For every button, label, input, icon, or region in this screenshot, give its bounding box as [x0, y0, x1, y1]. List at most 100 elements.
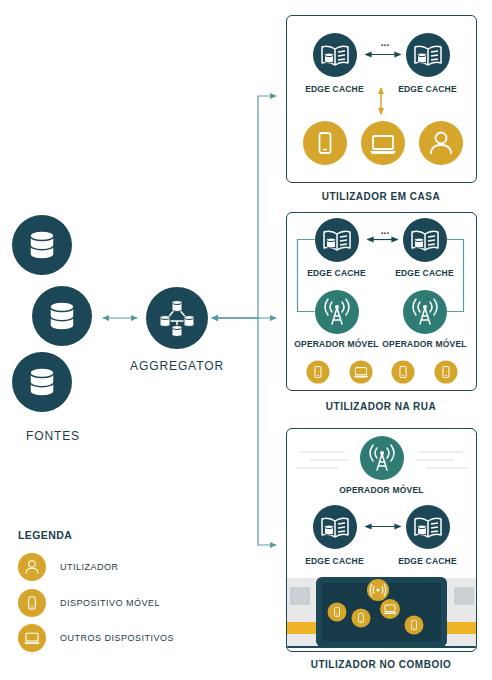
node-shape: [315, 290, 359, 334]
train-window: [454, 587, 474, 605]
database-icon: [184, 316, 194, 327]
node-shape: [146, 287, 208, 349]
node-label: EDGE CACHE: [270, 84, 400, 95]
legend-label: OUTROS DISPOSITIVOS: [60, 632, 174, 644]
phone-icon: [412, 621, 417, 630]
laptop-icon: [354, 368, 368, 378]
user-panel: UTILIZADOR NO COMBOIOOPERADOR MÓVELEDGE …: [286, 428, 477, 652]
antenna-top: [335, 305, 339, 309]
database-icon: [30, 368, 54, 396]
ellipsis-mark: ...: [365, 38, 405, 48]
device-circle: [380, 599, 400, 619]
edge-cache-circle: [313, 33, 357, 77]
antenna-icon: [413, 299, 437, 324]
aggregator-node: AGGREGATOR: [146, 287, 208, 349]
phone-icon: [359, 614, 364, 623]
edge-cache-node: EDGE CACHE: [406, 33, 450, 77]
source-circle: [12, 352, 72, 412]
book-icon: [415, 518, 441, 537]
edge-cache-circle: [313, 505, 357, 549]
node-label: AGGREGATOR: [112, 359, 242, 373]
train-stripe: [445, 622, 476, 634]
ellipsis-mark: ...: [365, 226, 405, 236]
edge-cache-node: EDGE CACHE: [313, 33, 357, 77]
device-circle: [405, 616, 424, 635]
database-icon: [417, 53, 426, 63]
legend-icon: [18, 589, 46, 617]
panel-heading: UTILIZADOR EM CASA: [266, 191, 492, 203]
mobile-operator-node: OPERADOR MÓVEL: [403, 290, 447, 334]
connector: [212, 96, 276, 318]
database-icon: [172, 301, 182, 312]
source-circle: [32, 286, 92, 346]
mobile-operator-node: OPERADOR MÓVEL: [360, 436, 404, 480]
antenna-top: [423, 305, 427, 309]
antenna-top: [380, 451, 384, 455]
device-circle: [307, 361, 330, 384]
node-label: EDGE CACHE: [363, 84, 492, 95]
edge-cache-circle: [406, 33, 450, 77]
device-circle: [352, 609, 371, 628]
train-car: [316, 577, 447, 647]
device-circle: [328, 603, 347, 622]
node-shape: [406, 33, 450, 77]
connector: [366, 54, 401, 55]
phone-icon: [29, 597, 36, 609]
train-window: [290, 587, 310, 605]
street-devices: [307, 361, 458, 384]
device-circle: [419, 121, 463, 165]
legend-icons: [18, 553, 46, 652]
connector: [212, 317, 276, 318]
laptop-icon: [384, 605, 397, 614]
legend-title: LEGENDA: [18, 529, 138, 541]
book-icon: [322, 46, 348, 65]
user-icon: [26, 561, 38, 574]
legend-label: DISPOSITIVO MÓVEL: [60, 597, 160, 609]
database-icon: [30, 231, 54, 259]
node-label: OPERADOR MÓVEL: [317, 485, 447, 496]
connector: [212, 318, 276, 545]
node-shape: [406, 505, 450, 549]
legend-label: UTILIZADOR: [60, 561, 119, 573]
edge-cache-node: EDGE CACHE: [403, 218, 447, 262]
antenna-icon: [325, 299, 349, 324]
database-icon: [324, 525, 333, 535]
book-icon: [322, 518, 348, 537]
node-label: EDGE CACHE: [272, 268, 402, 279]
device-circle: [367, 579, 389, 601]
train-illustration: [287, 577, 476, 647]
laptop-icon: [370, 136, 396, 154]
book-icon: [415, 46, 441, 65]
node-shape: [313, 33, 357, 77]
phone-icon: [400, 367, 406, 378]
node-label: FONTES: [0, 429, 118, 443]
database-icon: [417, 525, 426, 535]
operator-circle: [403, 290, 447, 334]
node-shape: [403, 218, 447, 262]
rail: [287, 646, 476, 648]
aggregator-circle: [146, 287, 208, 349]
node-label: EDGE CACHE: [363, 556, 492, 567]
database-icon: [160, 316, 170, 327]
train-stripe: [287, 622, 318, 634]
edge-cache-node: EDGE CACHE: [315, 218, 359, 262]
node-label: EDGE CACHE: [360, 268, 490, 279]
database-icon: [172, 326, 182, 337]
database-icon: [326, 238, 335, 248]
device-circle: [350, 361, 373, 384]
device-link-arrow: [380, 88, 382, 114]
database-icon: [414, 238, 423, 248]
phone-icon: [443, 367, 449, 378]
source-circle: [12, 215, 72, 275]
node-label: OPERADOR MÓVEL: [272, 339, 402, 350]
edge-cache-circle: [403, 218, 447, 262]
edge-cache-node: EDGE CACHE: [406, 505, 450, 549]
source-group: FONTES: [12, 215, 94, 412]
train-car: [445, 578, 476, 646]
book-icon: [412, 231, 438, 250]
node-shape: [315, 218, 359, 262]
edge-cache-circle: [406, 505, 450, 549]
mobile-operator-node: OPERADOR MÓVEL: [315, 290, 359, 334]
laptop-icon: [24, 633, 40, 644]
